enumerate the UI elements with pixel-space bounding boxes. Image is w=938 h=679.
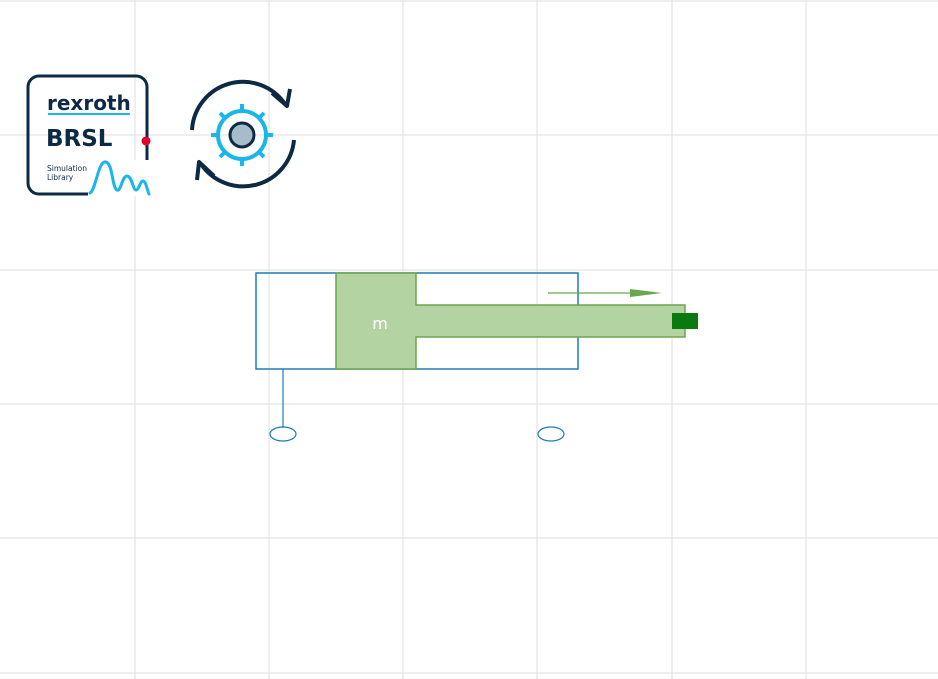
hydraulic-port-a[interactable] <box>269 426 297 442</box>
rexroth-brsl-logo: rexroth BRSL Simulation Library <box>26 74 151 196</box>
logo-brand-text: rexroth <box>47 91 131 115</box>
logo-frame <box>26 74 149 196</box>
gear-hub <box>228 121 256 149</box>
sync-gear-icon <box>190 79 296 189</box>
hydraulic-port-b[interactable] <box>537 426 565 442</box>
gear-shape <box>211 104 273 166</box>
mass-label: m <box>372 314 388 333</box>
mechanical-port[interactable] <box>672 313 698 329</box>
piston-with-rod <box>335 272 686 370</box>
logo-red-dot <box>141 136 151 146</box>
logo-subtitle-line2: Library <box>47 173 74 182</box>
sync-arrow-top <box>270 88 292 108</box>
logo-wave <box>88 160 151 196</box>
logo-subtitle-line1: Simulation <box>47 164 87 173</box>
logo-product-text: BRSL <box>46 126 113 152</box>
motion-arrow <box>548 289 662 297</box>
logo-brand-underline <box>48 113 130 115</box>
sync-arc-top <box>190 79 287 131</box>
sync-arrow-bottom <box>195 160 216 181</box>
hydraulic-cylinder[interactable]: m <box>255 272 698 442</box>
